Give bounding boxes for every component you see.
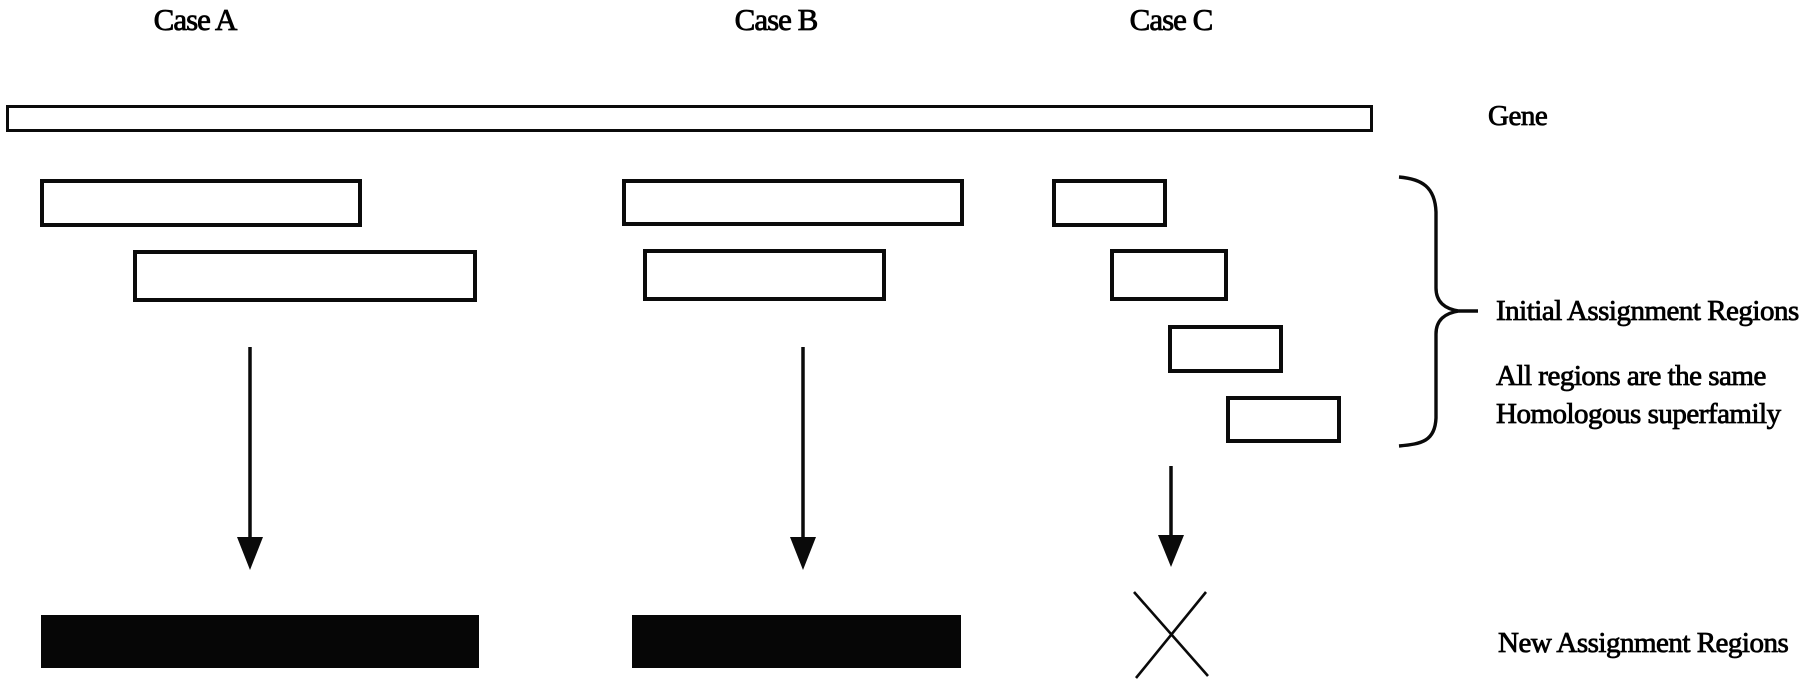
- note-line-1: All regions are the same: [1496, 360, 1767, 393]
- curly-brace: [1398, 175, 1460, 448]
- case-b-label: Case B: [734, 2, 818, 38]
- region-case-a-1: [40, 179, 362, 227]
- x-mark-line-2: [1134, 591, 1208, 679]
- gene-label: Gene: [1488, 100, 1548, 133]
- arrow-case-b-head: [790, 537, 816, 570]
- region-case-c-1: [1052, 179, 1167, 227]
- case-c-label: Case C: [1129, 2, 1213, 38]
- case-a-label: Case A: [153, 2, 237, 38]
- new-region-case-b: [632, 615, 961, 668]
- region-case-a-2: [133, 250, 477, 302]
- new-assignment-regions-label: New Assignment Regions: [1498, 627, 1790, 660]
- region-case-c-2: [1110, 249, 1228, 301]
- region-case-c-3: [1168, 325, 1283, 373]
- arrow-case-a-head: [237, 537, 263, 570]
- gene-bar: [6, 105, 1373, 132]
- arrow-case-c-head: [1158, 535, 1184, 567]
- region-case-b-2: [643, 249, 886, 301]
- new-region-case-a: [41, 615, 479, 668]
- note-block: All regions are the same Homologous supe…: [1496, 357, 1782, 433]
- region-case-b-1: [622, 179, 964, 226]
- note-line-2: Homologous superfamily: [1496, 398, 1782, 431]
- initial-assignment-regions-label: Initial Assignment Regions: [1496, 295, 1800, 328]
- x-mark-line-1: [1133, 591, 1209, 677]
- region-case-c-4: [1226, 396, 1341, 443]
